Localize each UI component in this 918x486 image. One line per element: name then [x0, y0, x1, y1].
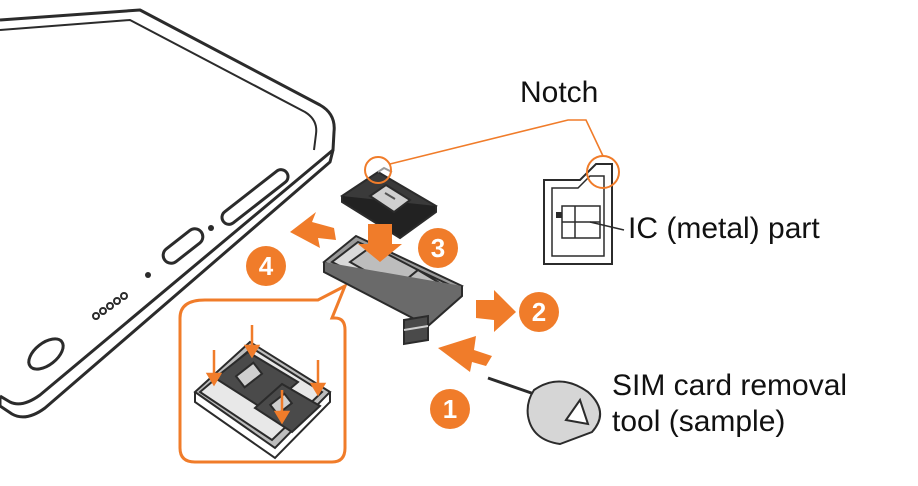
zoom-inset	[178, 282, 348, 464]
phone-illustration	[0, 8, 336, 419]
arrow-step-3	[358, 224, 402, 262]
step-badge-2: 2	[519, 292, 559, 332]
ic-leader-line	[589, 221, 625, 231]
removal-tool-label-line1: SIM card removal	[612, 369, 848, 402]
step-badge-4: 4	[246, 246, 286, 286]
arrow-step-1	[438, 336, 492, 372]
removal-tool-label-line2: tool (sample)	[612, 405, 786, 438]
arrow-step-4	[290, 212, 336, 248]
sim-card-outline	[543, 163, 613, 265]
sim-tray	[322, 234, 464, 346]
sim-card	[340, 166, 438, 240]
step-badge-1: 1	[430, 389, 470, 429]
step-badge-3: 3	[418, 228, 458, 268]
arrow-step-2	[476, 290, 516, 332]
sim-removal-tool	[487, 376, 601, 446]
notch-highlight-card	[364, 156, 392, 184]
removal-tool-label: SIM card removal tool (sample)	[612, 368, 847, 440]
ic-part-label: IC (metal) part	[628, 212, 820, 245]
notch-label: Notch	[520, 76, 599, 109]
notch-leader-lines	[389, 119, 604, 165]
